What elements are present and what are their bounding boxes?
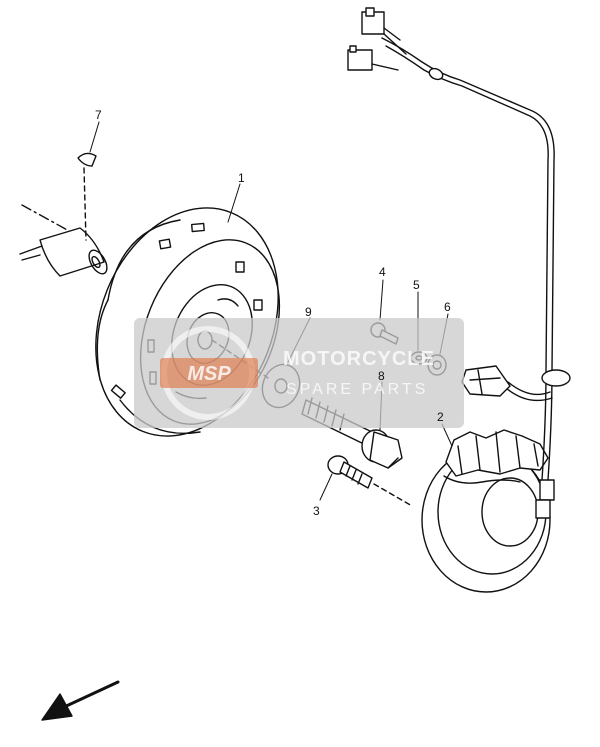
wire-harness: [347, 7, 571, 481]
callout-2: 2: [437, 410, 444, 424]
direction-arrow: [41, 680, 120, 721]
stator: [421, 429, 555, 593]
callout-9: 9: [305, 305, 312, 319]
watermark-logo: MSP: [187, 363, 231, 385]
callout-8: 8: [378, 369, 385, 383]
screw: [327, 455, 413, 507]
callout-3: 3: [313, 504, 320, 518]
callout-6: 6: [444, 300, 451, 314]
crankshaft: [19, 204, 108, 277]
callout-7: 7: [95, 108, 102, 122]
woodruff-key: [77, 152, 97, 241]
callouts: 7 1 4 5 6 9 8 2 3: [95, 108, 451, 518]
callout-5: 5: [413, 278, 420, 292]
watermark: MSP MOTORCYCLE SPARE PARTS: [134, 318, 464, 428]
callout-1: 1: [238, 171, 245, 185]
callout-4: 4: [379, 265, 386, 279]
watermark-line1: MOTORCYCLE: [283, 348, 435, 370]
connector: [461, 365, 511, 397]
watermark-line2: SPARE PARTS: [286, 381, 428, 398]
